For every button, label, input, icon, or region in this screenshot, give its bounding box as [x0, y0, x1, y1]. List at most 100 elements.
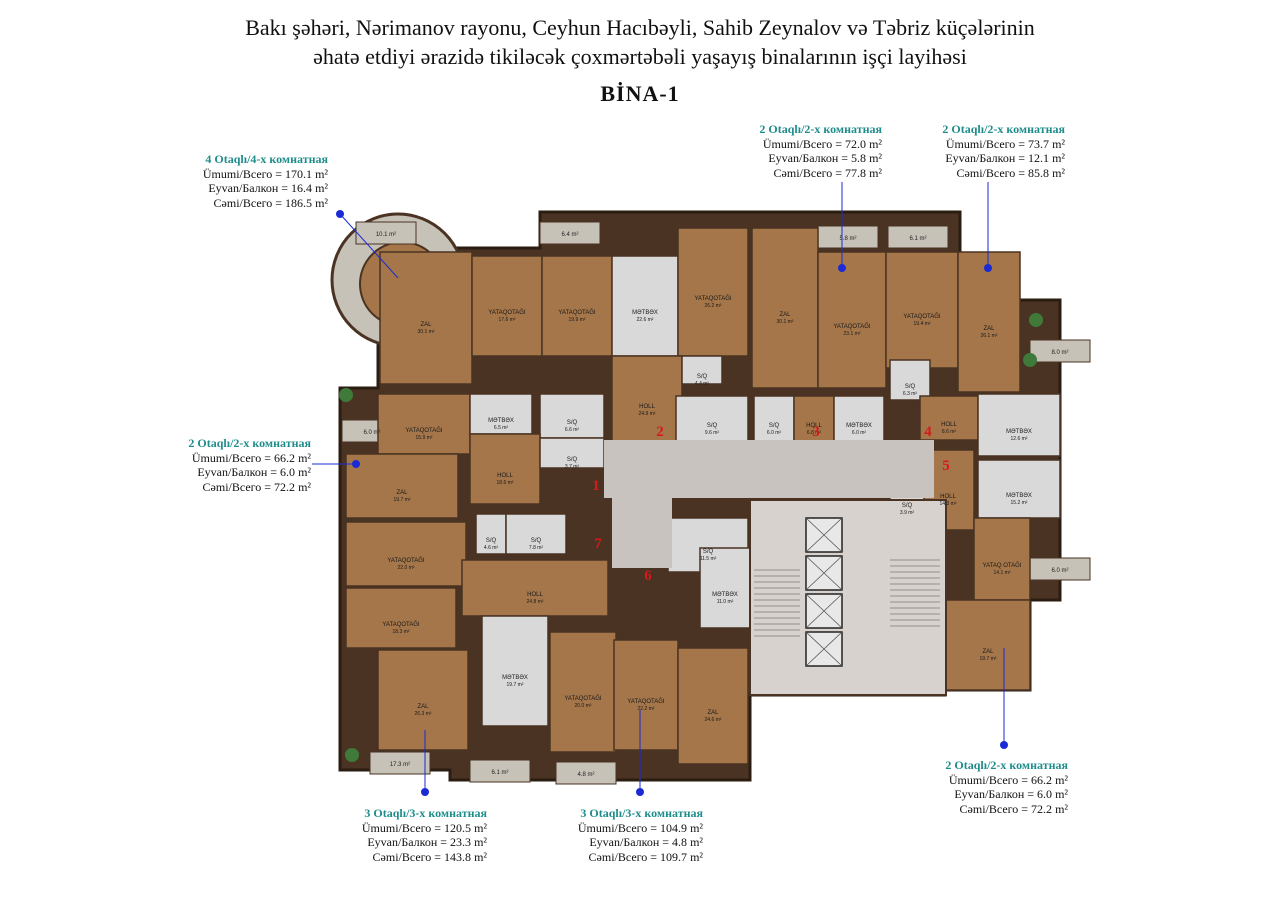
- project-title-line-2: əhatə etdiyi ərazidə tikiləcək çoxmərtəb…: [313, 44, 967, 69]
- room-zal: [377, 649, 469, 751]
- apartment-type-label: 2 Otaqlı/2-x комнатная: [759, 122, 882, 136]
- apartment-area-row: Ümumi/Всего = 104.9 m²: [577, 820, 703, 835]
- unit-label: m²: [687, 849, 703, 864]
- apartment-area-row: Eyvan/Балкон = 23.3 m²: [367, 835, 487, 849]
- stair-core: [749, 499, 947, 696]
- room-name-label: YATAQOTAĞI: [387, 557, 425, 564]
- room-name-label: MƏTBƏX: [632, 310, 658, 316]
- apartment-area-row: Eyvan/Балкон = 16.4 m²: [208, 181, 328, 195]
- room-name-label: S/Q: [905, 384, 916, 390]
- room-area-label: 7.8 m²: [529, 545, 544, 551]
- room-area-label: 9.6 m²: [705, 430, 720, 436]
- apartment-area-row: Eyvan/Балкон = 6.0 m²: [197, 465, 311, 479]
- elevator-cross: [805, 517, 843, 553]
- apartment-area-row: Ümumi/Всего = 66.2 m²: [191, 450, 311, 465]
- room-area-label: 22.0 m²: [398, 565, 415, 571]
- room-name-label: MƏTBƏX: [502, 675, 528, 681]
- building-title: BİNA-1: [600, 81, 680, 106]
- marker-dot: [1000, 741, 1008, 749]
- unit-label: m²: [471, 820, 487, 835]
- room-area-label: 19.4 m²: [914, 321, 931, 327]
- unit-label: m²: [1049, 151, 1065, 165]
- room-area-label: 24.9 m²: [639, 411, 656, 417]
- marker-dot: [336, 210, 344, 218]
- unit-label: m²: [312, 195, 328, 210]
- balcony-area-label: 6.0 m²: [1051, 568, 1068, 574]
- balcony: [887, 225, 949, 249]
- marker-dot: [421, 788, 429, 796]
- room-name-label: HOLL: [940, 494, 956, 500]
- room-area-label: 19.7 m²: [394, 497, 411, 503]
- room-yataq-otaği: [973, 517, 1031, 601]
- apartment-area-row: Ümumi/Всего = 66.2 m²: [948, 772, 1068, 787]
- room-mətbəx: [469, 393, 533, 435]
- apartment-type-label: 3 Otaqlı/3-x комнатная: [364, 806, 487, 820]
- apartment-area-row: Eyvan/Балкон = 6.0 m²: [954, 787, 1068, 801]
- apartment-number-4: 4: [924, 424, 932, 440]
- room-name-label: S/Q: [531, 538, 542, 544]
- apartment-type-label: 2 Otaqlı/2-x комнатная: [945, 758, 1068, 772]
- room-holl: [461, 559, 609, 617]
- balcony: [1029, 339, 1091, 363]
- stair-lift-core: [604, 440, 947, 696]
- room-area-label: 22.6 m²: [637, 317, 654, 323]
- room-zal: [751, 227, 819, 389]
- room-name-label: HOLL: [639, 404, 655, 410]
- marker-dot: [352, 460, 360, 468]
- room-name-label: MƏTBƏX: [846, 423, 872, 429]
- balcony-area-label: 10.1 m²: [376, 232, 396, 238]
- room-name-label: S/Q: [567, 457, 578, 463]
- leader-line: [339, 213, 399, 279]
- room-area-label: 20.0 m²: [575, 703, 592, 709]
- unit-label: m²: [866, 165, 882, 180]
- room-mətbəx: [481, 615, 549, 727]
- unit-label: m²: [295, 450, 311, 465]
- room-area-label: 26.3 m²: [415, 711, 432, 717]
- unit-label: m²: [312, 181, 328, 195]
- marker-dot: [984, 264, 992, 272]
- apartment-area-row: Cəmi/Всего = 85.8 m²: [956, 165, 1065, 180]
- room-area-label: 14.3 m²: [940, 501, 957, 507]
- room-name-label: MƏTBƏX: [488, 418, 514, 424]
- room-name-label: S/Q: [567, 420, 578, 426]
- room-area-label: 24.8 m²: [527, 599, 544, 605]
- planter: [339, 388, 353, 402]
- apartment-number-2: 2: [656, 424, 664, 440]
- unit-label: m²: [687, 820, 703, 835]
- unit-label: m²: [295, 479, 311, 494]
- room-name-label: ZAL: [420, 322, 432, 328]
- balcony-area-label: 5.8 m²: [839, 236, 856, 242]
- room-area-label: 24.6 m²: [705, 717, 722, 723]
- room-name-label: YATAQOTAĞI: [903, 313, 941, 320]
- room-holl: [469, 433, 541, 505]
- apartment-area-row: Ümumi/Всего = 120.5 m²: [361, 820, 487, 835]
- unit-label: m²: [295, 465, 311, 479]
- common-corridor: [604, 440, 934, 498]
- room-name-label: S/Q: [769, 423, 780, 429]
- room-area-label: 22.2 m²: [638, 706, 655, 712]
- unit-label: m²: [471, 849, 487, 864]
- unit-label: m²: [687, 835, 703, 849]
- room-yataqotaği: [471, 255, 543, 357]
- room-area-label: 14.1 m²: [994, 570, 1011, 576]
- room-area-label: 15.2 m²: [1011, 500, 1028, 506]
- room-name-label: YATAQ OTAĞI: [983, 562, 1022, 569]
- room-zal: [677, 647, 749, 765]
- room-name-label: MƏTBƏX: [1006, 429, 1032, 435]
- room-area-label: 15.9 m²: [416, 435, 433, 441]
- balcony: [369, 751, 431, 775]
- apartment-area-row: Cəmi/Всего = 186.5 m²: [213, 195, 328, 210]
- room-area-label: 6.8 m²: [807, 430, 822, 436]
- room-name-label: HOLL: [941, 422, 957, 428]
- room-area-label: 19.7 m²: [980, 656, 997, 662]
- apartment-number-5: 5: [942, 458, 950, 474]
- unit-label: m²: [1052, 772, 1068, 787]
- unit-label: m²: [471, 835, 487, 849]
- room-holl: [611, 355, 683, 445]
- unit-label: m²: [866, 136, 882, 151]
- elevator-cross: [805, 555, 843, 591]
- apartment-number-7: 7: [594, 536, 602, 552]
